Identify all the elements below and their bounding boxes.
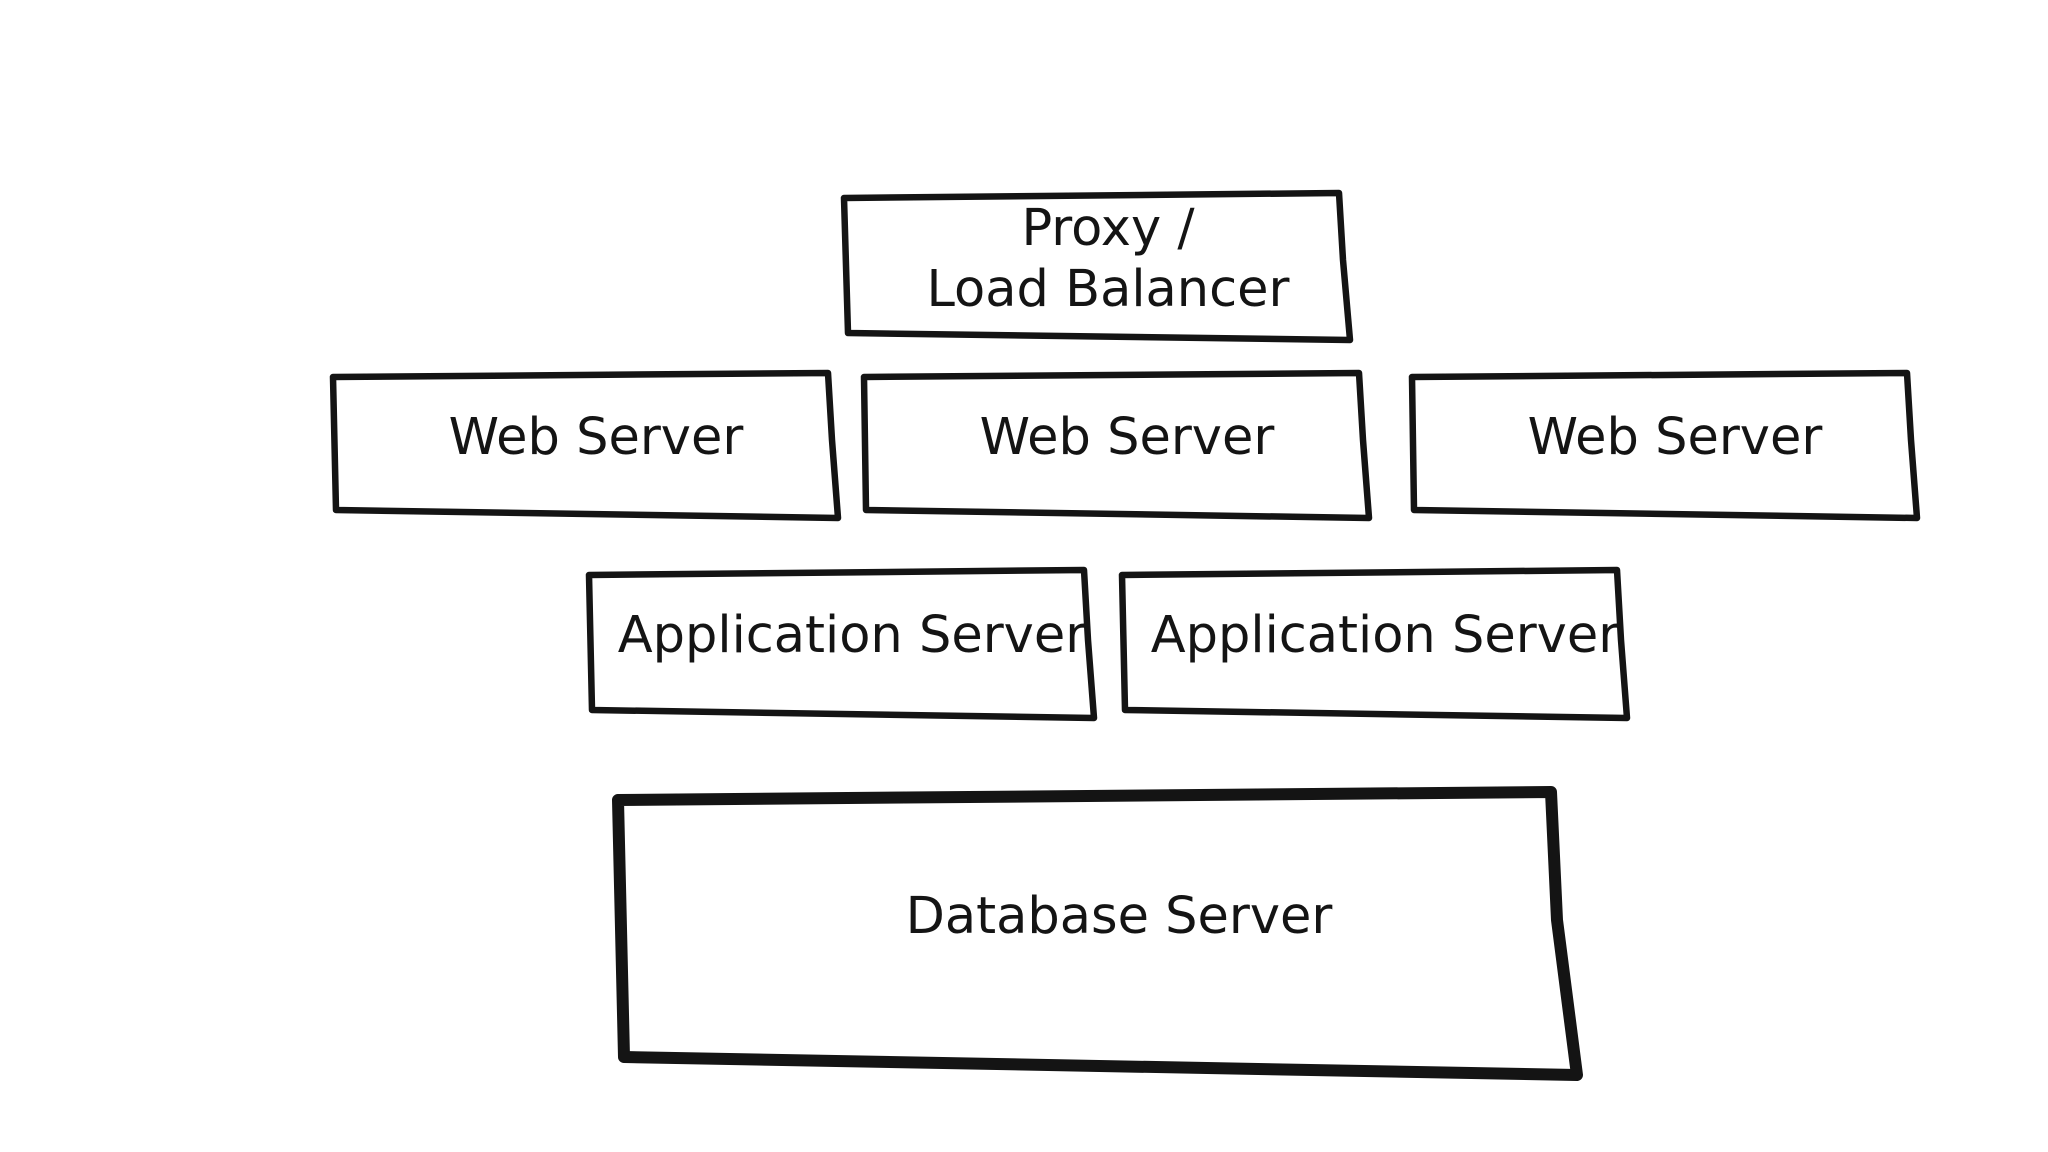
web-server-2-label: Web Server (980, 408, 1275, 467)
database-server-box: Database Server (612, 786, 1583, 1081)
database-server-outline (612, 786, 1583, 1081)
proxy-load-balancer-box: Proxy / Load Balancer (840, 189, 1354, 344)
proxy-label-line1: Proxy / (1021, 199, 1195, 258)
web-server-box-1: Web Server (329, 369, 842, 522)
web-server-box-3: Web Server (1408, 369, 1921, 522)
application-server-2-label: Application Server (1151, 606, 1619, 665)
proxy-box-outline (840, 189, 1354, 344)
application-server-2-outline (1118, 566, 1631, 722)
application-server-1-outline (585, 566, 1098, 722)
web-server-box-2: Web Server (860, 369, 1373, 522)
application-server-box-2: Application Server (1118, 566, 1631, 722)
web-server-3-outline (1408, 369, 1921, 522)
application-server-box-1: Application Server (585, 566, 1098, 722)
web-server-1-label: Web Server (449, 408, 744, 467)
web-server-3-label: Web Server (1528, 408, 1823, 467)
database-server-label: Database Server (906, 887, 1333, 946)
proxy-label-line2: Load Balancer (927, 260, 1290, 319)
application-server-1-label: Application Server (618, 606, 1086, 665)
web-server-1-outline (329, 369, 842, 522)
web-server-2-outline (860, 369, 1373, 522)
